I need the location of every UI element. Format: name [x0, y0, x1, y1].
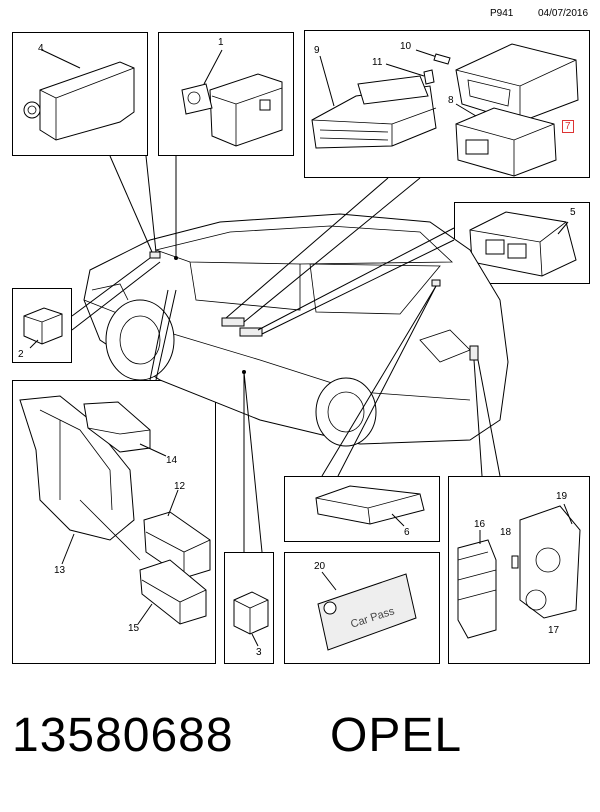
- callout-12: 12: [174, 481, 186, 492]
- parts-12-15-drawing: [19, 395, 211, 625]
- diagram-date: 04/07/2016: [538, 8, 589, 19]
- callout-3: 3: [256, 647, 262, 658]
- callout-18: 18: [500, 527, 512, 538]
- callout-9: 9: [314, 45, 320, 56]
- leader-lines: [71, 155, 501, 553]
- part-5-drawing: [469, 211, 577, 277]
- part-20-drawing: [317, 571, 417, 651]
- part-6-drawing: [315, 485, 425, 527]
- parts-16-19-drawing: [457, 503, 581, 639]
- car-drawing: [83, 213, 509, 447]
- callout-10: 10: [400, 41, 412, 52]
- callout-17: 17: [548, 625, 560, 636]
- part-1-drawing: [181, 49, 283, 147]
- callout-5: 5: [570, 207, 576, 218]
- callout-14: 14: [166, 455, 178, 466]
- callout-7: 7: [562, 120, 574, 133]
- part-10-11-drawing: [385, 49, 451, 85]
- part-2-drawing: [23, 307, 63, 349]
- callout-4: 4: [38, 43, 44, 54]
- callout-16: 16: [474, 519, 486, 530]
- callout-2: 2: [18, 349, 24, 360]
- callout-19: 19: [556, 491, 568, 502]
- callout-20: 20: [314, 561, 326, 572]
- callout-11: 11: [372, 57, 383, 68]
- part-3-drawing: [233, 591, 269, 647]
- part-4-drawing: [23, 49, 135, 141]
- callout-13: 13: [54, 565, 66, 576]
- callout-1: 1: [218, 37, 224, 48]
- callout-15: 15: [128, 623, 140, 634]
- diagram-code: P941: [490, 8, 514, 19]
- part-9-drawing: [311, 55, 437, 149]
- part-7-drawing: [455, 43, 579, 123]
- callout-8: 8: [448, 95, 454, 106]
- part-8-drawing: [455, 103, 557, 177]
- callout-6: 6: [404, 527, 410, 538]
- part-number: 13580688: [12, 709, 234, 762]
- brand-name: OPEL: [330, 709, 463, 762]
